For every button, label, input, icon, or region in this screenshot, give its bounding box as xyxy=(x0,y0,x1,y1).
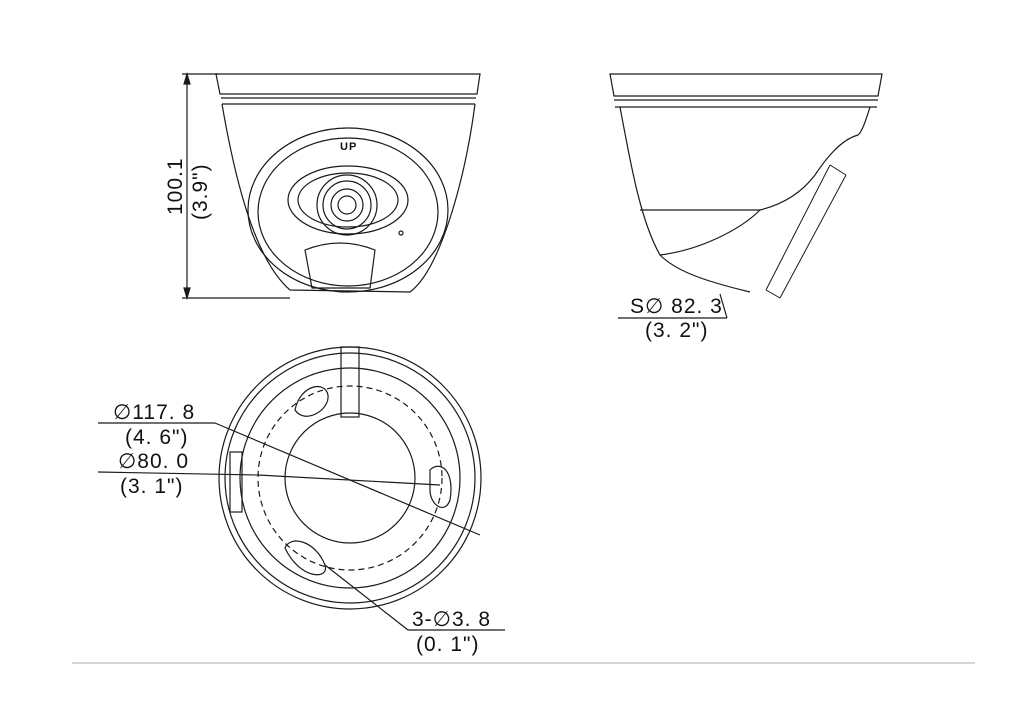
side-view xyxy=(609,73,883,319)
height-dimension-mm: 100.1 xyxy=(164,157,187,215)
sphere-dimension-in: (3. 2") xyxy=(645,319,709,342)
outer-diameter-in: (4. 6") xyxy=(125,426,189,449)
front-view xyxy=(182,71,481,301)
bottom-view xyxy=(97,346,505,631)
sphere-dimension-mm: S∅ 82. 3 xyxy=(630,295,723,318)
mounting-holes-in: (0. 1") xyxy=(416,633,480,656)
hole-circle-mm: ∅80. 0 xyxy=(118,450,189,473)
outer-diameter-mm: ∅117. 8 xyxy=(113,401,196,424)
hole-circle-in: (3. 1") xyxy=(120,475,184,498)
height-dimension-in: (3.9") xyxy=(189,163,212,220)
mounting-holes-mm: 3-∅3. 8 xyxy=(412,608,491,631)
front-logo: UP xyxy=(340,141,358,153)
